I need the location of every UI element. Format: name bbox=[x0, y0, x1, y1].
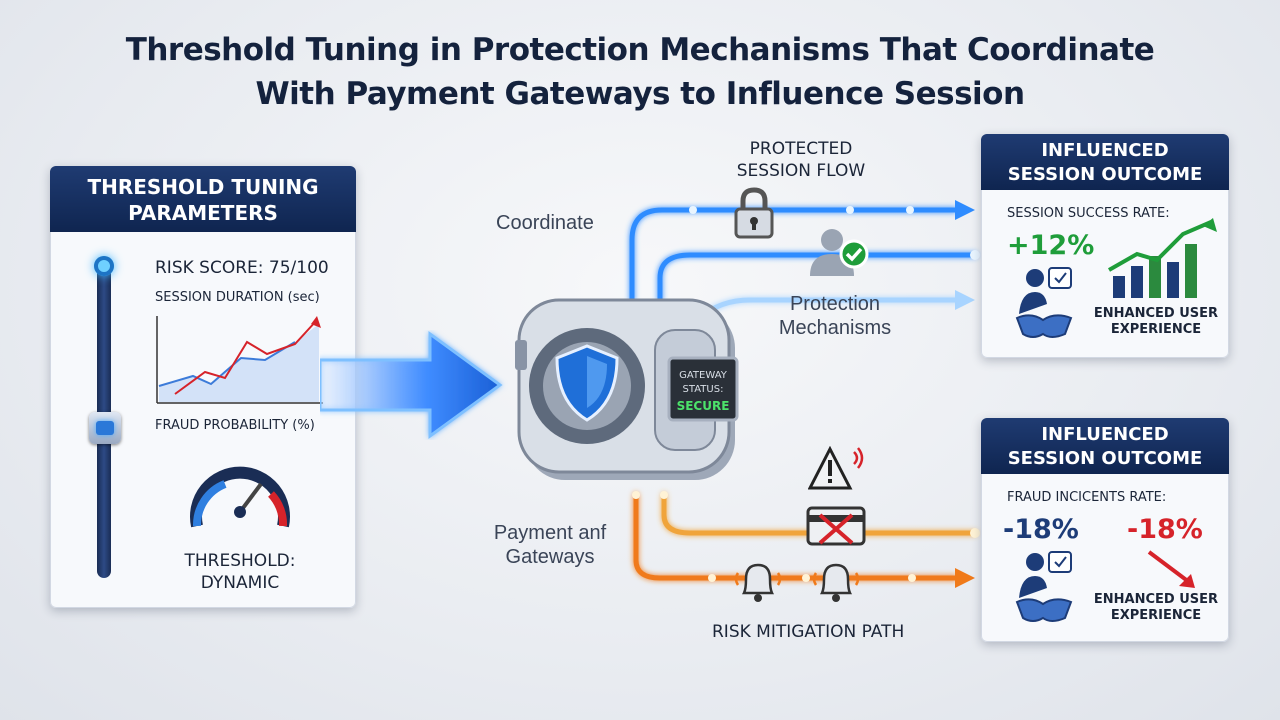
ux-line-1: ENHANCED USER bbox=[1093, 306, 1219, 321]
handshake-icon bbox=[1015, 551, 1073, 622]
growth-chart-icon bbox=[1108, 218, 1217, 298]
threshold-slider-handle[interactable] bbox=[89, 412, 121, 444]
header-line-1: INFLUENCED bbox=[1041, 140, 1169, 161]
card-blocked-icon bbox=[806, 506, 866, 546]
warning-icon bbox=[808, 446, 864, 490]
title-line-1: Threshold Tuning in Protection Mechanism… bbox=[125, 32, 1155, 68]
header-line-2: PARAMETERS bbox=[128, 201, 278, 225]
flow-dot bbox=[660, 491, 668, 499]
slider-top-indicator bbox=[94, 256, 114, 276]
bell-icon bbox=[734, 563, 782, 602]
flow-line-risk-2 bbox=[661, 492, 978, 536]
flow-dot bbox=[906, 206, 914, 214]
flow-line-risk-1 bbox=[633, 492, 958, 581]
status-value: SECURE bbox=[677, 399, 730, 413]
flow-dot bbox=[802, 574, 810, 582]
success-rate-label: SESSION SUCCESS RATE: bbox=[1007, 206, 1170, 221]
handshake-icon bbox=[1015, 267, 1073, 338]
outcome-panel-fraud: INFLUENCED SESSION OUTCOME FRAUD INCICEN… bbox=[981, 418, 1229, 642]
payment-line-2: Gateways bbox=[505, 546, 595, 568]
header-line-2: SESSION OUTCOME bbox=[1007, 164, 1203, 185]
risk-score-label: RISK SCORE: 75/100 bbox=[155, 258, 329, 278]
status-line-1: GATEWAY bbox=[679, 370, 728, 381]
outcome-panel-header: INFLUENCED SESSION OUTCOME bbox=[981, 418, 1229, 474]
header-line-1: INFLUENCED bbox=[1041, 424, 1169, 445]
fraud-rate-label: FRAUD INCICENTS RATE: bbox=[1007, 490, 1167, 505]
enhanced-ux-label: ENHANCED USER EXPERIENCE bbox=[1093, 592, 1219, 624]
ux-line-2: EXPERIENCE bbox=[1110, 322, 1202, 337]
fraud-probability-label: FRAUD PROBABILITY (%) bbox=[155, 418, 315, 433]
threshold-line-2: DYNAMIC bbox=[200, 573, 280, 593]
coordinate-label: Coordinate bbox=[496, 212, 594, 234]
protected-session-flow-label: PROTECTED SESSION FLOW bbox=[716, 138, 886, 182]
threshold-tuning-panel: THRESHOLD TUNING PARAMETERS RISK SCORE: … bbox=[50, 166, 356, 608]
flow-dot bbox=[846, 206, 854, 214]
header-line-2: SESSION OUTCOME bbox=[1007, 448, 1203, 469]
ux-line-1: ENHANCED USER bbox=[1093, 592, 1219, 607]
session-duration-chart bbox=[156, 316, 323, 404]
bell-icon bbox=[812, 563, 860, 602]
title-line-2: With Payment Gateways to Influence Sessi… bbox=[255, 76, 1025, 112]
threshold-panel-header: THRESHOLD TUNING PARAMETERS bbox=[50, 166, 356, 232]
page-title: Threshold Tuning in Protection Mechanism… bbox=[0, 28, 1280, 116]
flow-line-protected bbox=[629, 207, 958, 303]
enhanced-ux-label: ENHANCED USER EXPERIENCE bbox=[1093, 306, 1219, 338]
lock-icon bbox=[734, 187, 774, 239]
threshold-line-1: THRESHOLD: bbox=[184, 551, 296, 571]
ux-line-2: EXPERIENCE bbox=[1110, 608, 1202, 623]
protection-mechanisms-label: Protection Mechanisms bbox=[770, 292, 900, 340]
threshold-label: THRESHOLD: DYNAMIC bbox=[180, 550, 300, 594]
flow-dot bbox=[970, 250, 980, 260]
flow-dot bbox=[632, 491, 640, 499]
protection-line-2: Mechanisms bbox=[778, 317, 892, 339]
protected-line-2: SESSION FLOW bbox=[736, 161, 866, 181]
fraud-rate-value: -18% bbox=[1003, 514, 1079, 545]
protected-line-1: PROTECTED bbox=[749, 139, 853, 159]
flow-dot bbox=[708, 574, 716, 582]
risk-mitigation-path-label: RISK MITIGATION PATH bbox=[712, 622, 905, 642]
payment-line-1: Payment anf bbox=[493, 522, 607, 544]
gateway-device: GATEWAY STATUS: SECURE bbox=[515, 298, 739, 480]
outcome-panel-header: INFLUENCED SESSION OUTCOME bbox=[981, 134, 1229, 190]
outcome-panel-success: INFLUENCED SESSION OUTCOME SESSION SUCCE… bbox=[981, 134, 1229, 358]
payment-gateways-label: Payment anf Gateways bbox=[475, 521, 625, 569]
user-check-icon bbox=[810, 229, 869, 276]
big-flow-arrow bbox=[320, 331, 503, 439]
protection-line-1: Protection bbox=[789, 293, 881, 315]
fraud-rate-value-red: -18% bbox=[1127, 514, 1203, 545]
flow-dot bbox=[689, 206, 697, 214]
session-duration-label: SESSION DURATION (sec) bbox=[155, 290, 320, 305]
flow-dot bbox=[970, 528, 980, 538]
arrowhead-protected bbox=[955, 200, 975, 220]
arrowhead-protection bbox=[955, 290, 975, 310]
flow-dot bbox=[908, 574, 916, 582]
flow-line-coordinate bbox=[657, 252, 978, 303]
arrowhead-risk bbox=[955, 568, 975, 588]
decline-arrow-icon bbox=[1147, 550, 1195, 588]
header-line-1: THRESHOLD TUNING bbox=[87, 175, 319, 199]
shield-gear-icon bbox=[529, 328, 645, 444]
gauge-icon bbox=[190, 466, 290, 528]
status-line-2: STATUS: bbox=[683, 384, 724, 395]
success-rate-value: +12% bbox=[1007, 230, 1095, 261]
